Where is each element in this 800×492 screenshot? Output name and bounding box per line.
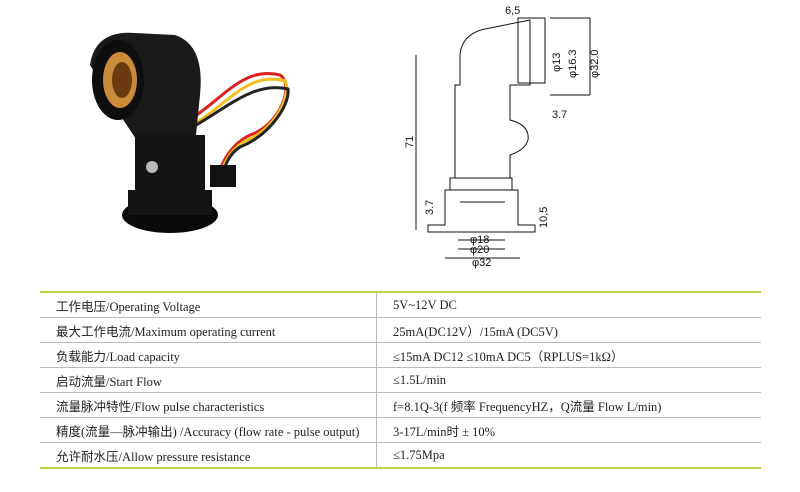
spec-row: 负载能力/Load capacity≤15mA DC12 ≤10mA DC5（R… bbox=[40, 342, 761, 368]
dim-6-5: 6,5 bbox=[505, 5, 520, 17]
spec-value: f=8.1Q-3(f 频率 FrequencyHZ，Q流量 Flow L/min… bbox=[376, 392, 761, 418]
product-photo bbox=[90, 32, 290, 233]
spec-label: 负载能力/Load capacity bbox=[40, 342, 377, 368]
dim-phi32-0: φ32.0 bbox=[589, 49, 600, 78]
connector bbox=[210, 165, 236, 187]
spec-label: 工作电压/Operating Voltage bbox=[40, 292, 377, 318]
dim-3-7-top: 3.7 bbox=[552, 109, 567, 121]
spec-row: 精度(流量—脉冲输出) /Accuracy (flow rate - pulse… bbox=[40, 417, 761, 443]
dim-71: 71 bbox=[404, 136, 416, 148]
dim-phi13: φ13 bbox=[551, 53, 563, 72]
spec-value: 3-17L/min时 ± 10% bbox=[376, 417, 761, 443]
dim-phi32: φ32 bbox=[472, 257, 491, 269]
spec-value: ≤15mA DC12 ≤10mA DC5（RPLUS=1kΩ） bbox=[376, 342, 761, 368]
dim-10-5: 10,5 bbox=[538, 207, 550, 228]
dimension-drawing: 6,5 φ13 φ16.3 φ32.0 3.7 71 3.7 10,5 φ18 … bbox=[404, 5, 600, 269]
spec-value: 25mA(DC12V）/15mA (DC5V) bbox=[376, 317, 761, 343]
spec-label: 允许耐水压/Allow pressure resistance bbox=[40, 442, 377, 468]
dim-phi20: φ20 bbox=[470, 244, 489, 256]
dim-phi16-3: φ16.3 bbox=[567, 49, 579, 78]
spec-label: 最大工作电流/Maximum operating current bbox=[40, 317, 377, 343]
dim-phi18: φ18 bbox=[470, 234, 489, 246]
spec-row: 允许耐水压/Allow pressure resistance ≤1.75Mpa bbox=[40, 442, 761, 468]
spec-value: 5V~12V DC bbox=[376, 292, 761, 318]
spec-value: ≤1.75Mpa bbox=[393, 447, 445, 462]
spec-label: 流量脉冲特性/Flow pulse characteristics bbox=[40, 392, 377, 418]
wires bbox=[177, 72, 290, 176]
dim-3-7-bottom: 3.7 bbox=[424, 200, 436, 215]
spec-label: 精度(流量—脉冲输出) /Accuracy (flow rate - pulse… bbox=[40, 417, 377, 443]
spec-row: 启动流量/Start Flow≤1.5L/min bbox=[40, 367, 761, 393]
sensor-body bbox=[135, 135, 205, 195]
screw-icon bbox=[146, 161, 158, 173]
spec-value: ≤1.5L/min bbox=[376, 367, 761, 393]
spec-label: 启动流量/Start Flow bbox=[40, 367, 377, 393]
